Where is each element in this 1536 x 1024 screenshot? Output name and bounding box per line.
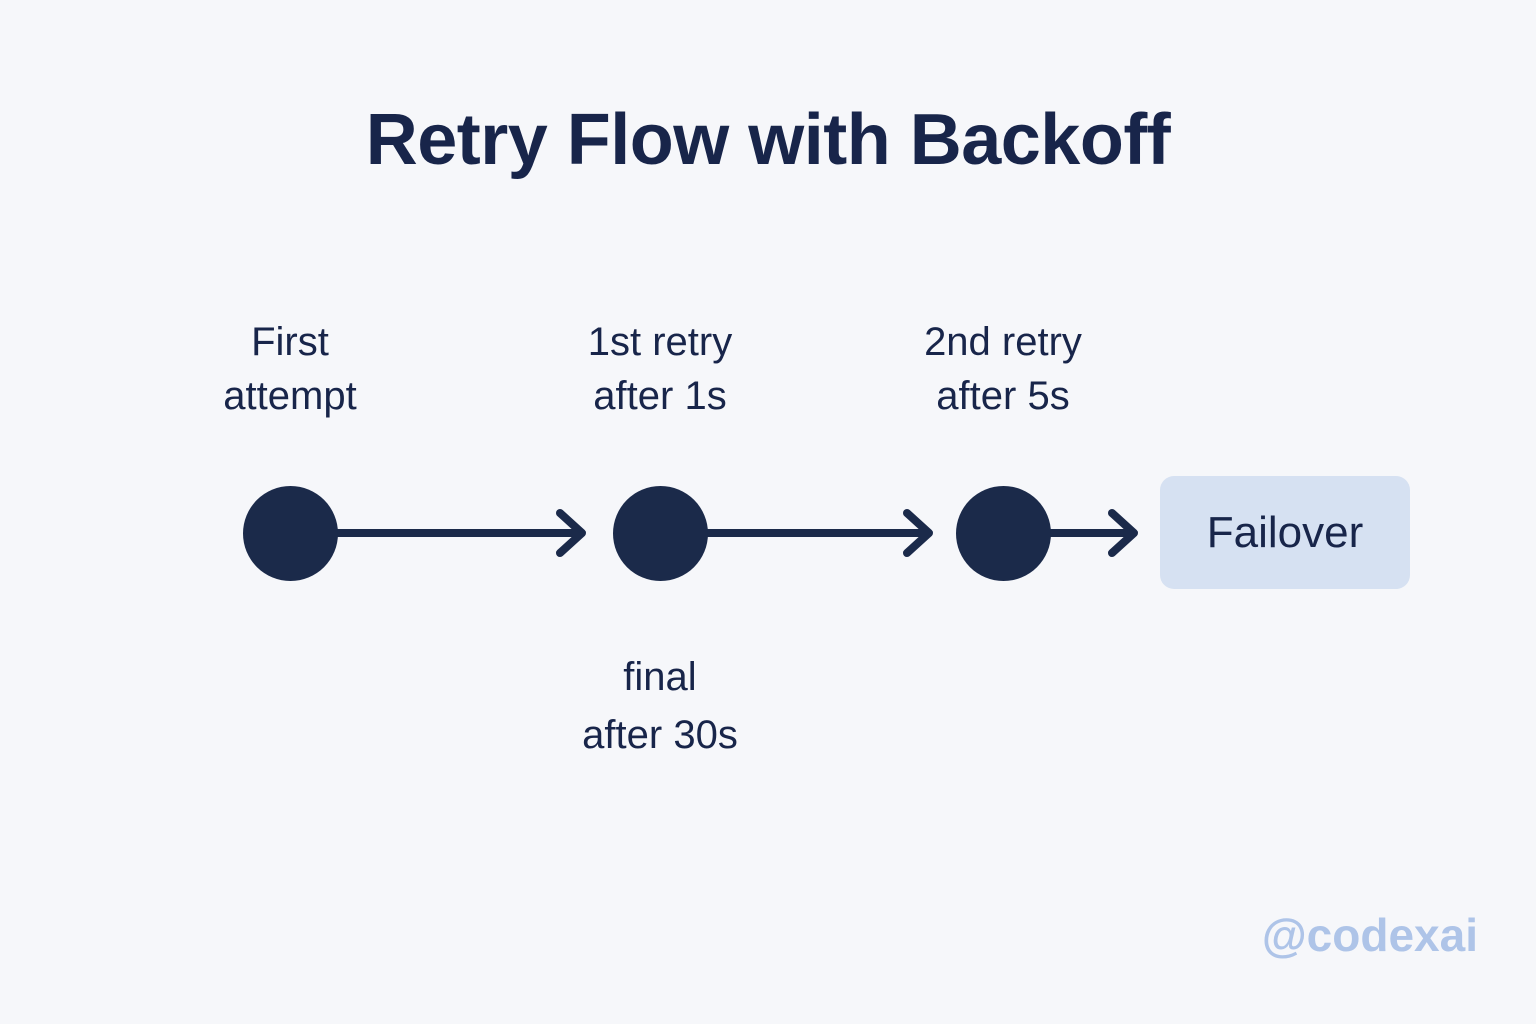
watermark: @codexai xyxy=(1261,909,1478,961)
node-label-first-attempt: First attempt xyxy=(223,320,357,418)
node-label-second-retry: 2nd retry after 5s xyxy=(924,320,1082,418)
node-failover-label: Failover xyxy=(1206,507,1364,557)
node-second-retry[interactable] xyxy=(956,486,1051,581)
node-first-retry[interactable] xyxy=(613,486,708,581)
arrow-first-retry-to-second-retry xyxy=(701,509,933,557)
node-label-first-retry: 1st retry after 1s xyxy=(587,320,733,418)
arrow-first-attempt-to-first-retry xyxy=(331,509,586,557)
page-title: Retry Flow with Backoff xyxy=(365,100,1171,180)
node-sublabel-final-retry: final after 30s xyxy=(582,655,738,757)
arrow-second-retry-to-failover xyxy=(1044,509,1138,557)
node-first-attempt[interactable] xyxy=(243,486,338,581)
node-failover[interactable]: Failover xyxy=(1160,476,1410,589)
